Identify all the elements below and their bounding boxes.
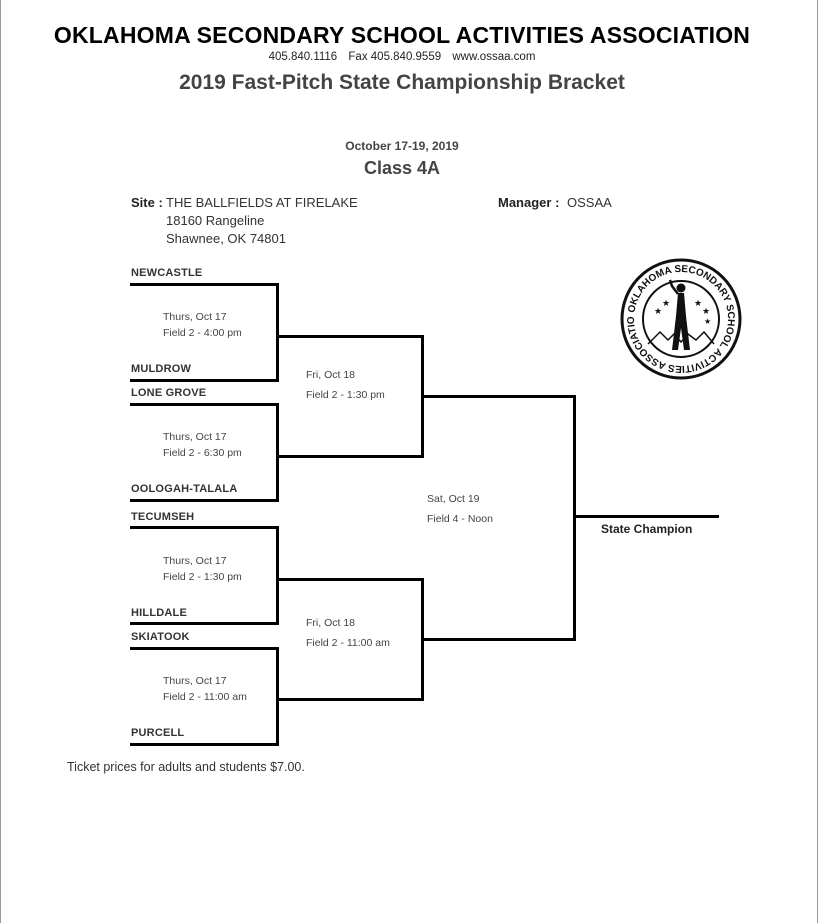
bracket-line [130, 622, 278, 625]
team-name: SKIATOOK [131, 631, 190, 643]
game-info: Fri, Oct 18 Field 2 - 11:00 am [306, 613, 390, 653]
game-info: Fri, Oct 18 Field 2 - 1:30 pm [306, 365, 385, 405]
page-title: 2019 Fast-Pitch State Championship Brack… [179, 71, 625, 94]
bracket-line [276, 455, 423, 458]
game-field-time: Field 2 - 4:00 pm [163, 327, 242, 339]
bracket-line [130, 283, 278, 286]
bracket-line [421, 395, 575, 398]
bracket-line [130, 379, 278, 382]
game-day: Thurs, Oct 17 [163, 311, 227, 323]
game-field-time: Field 2 - 1:30 pm [306, 389, 385, 401]
fax-number: Fax 405.840.9559 [348, 51, 442, 63]
site-label: Site : [131, 195, 163, 210]
game-day: Fri, Oct 18 [306, 369, 356, 381]
bracket-line [276, 578, 423, 581]
manager-label: Manager : [498, 195, 560, 210]
bracket-line [130, 403, 278, 406]
team-name: MULDROW [131, 363, 192, 375]
bracket-line [573, 515, 719, 518]
page-border [0, 0, 1, 923]
bracket-line [276, 647, 279, 746]
game-day: Fri, Oct 18 [306, 617, 356, 629]
game-field-time: Field 2 - 11:00 am [306, 637, 390, 649]
class-heading: Class 4A [363, 158, 441, 178]
bracket-line [130, 743, 278, 746]
game-day: Thurs, Oct 17 [163, 431, 227, 443]
page-border [817, 0, 818, 923]
team-name: TECUMSEH [131, 511, 195, 523]
game-info: Sat, Oct 19 Field 4 - Noon [427, 489, 493, 529]
bracket-line [276, 698, 423, 701]
team-name: PURCELL [131, 727, 185, 739]
game-info: Thurs, Oct 17 Field 2 - 1:30 pm [163, 553, 242, 585]
bracket-line [276, 403, 279, 502]
bracket-line [276, 526, 279, 625]
bracket-line [276, 335, 423, 338]
game-info: Thurs, Oct 17 Field 2 - 4:00 pm [163, 309, 242, 341]
game-info: Thurs, Oct 17 Field 2 - 6:30 pm [163, 429, 242, 461]
game-day: Sat, Oct 19 [427, 493, 480, 505]
bracket-line [573, 395, 576, 641]
bracket-line [421, 638, 575, 641]
game-field-time: Field 4 - Noon [427, 513, 493, 525]
site-address-line-2: Shawnee, OK 74801 [166, 231, 286, 246]
game-day: Thurs, Oct 17 [163, 555, 227, 567]
svg-text:★: ★ [654, 306, 662, 316]
game-field-time: Field 2 - 11:00 am [163, 691, 247, 703]
game-field-time: Field 2 - 6:30 pm [163, 447, 242, 459]
bracket-line [130, 526, 278, 529]
contact-line: 405.840.1116 Fax 405.840.9559 www.ossaa.… [0, 51, 804, 63]
organization-title: OKLAHOMA SECONDARY SCHOOL ACTIVITIES ASS… [53, 22, 751, 48]
team-name: LONE GROVE [131, 387, 207, 399]
bracket-line [130, 499, 278, 502]
site-address-line-1: 18160 Rangeline [166, 213, 265, 228]
site-name: THE BALLFIELDS AT FIRELAKE [166, 195, 358, 210]
team-name: HILLDALE [131, 607, 187, 619]
bracket-line [276, 283, 279, 382]
ticket-price-note: Ticket prices for adults and students $7… [67, 760, 305, 774]
team-name: OOLOGAH-TALALA [131, 483, 238, 495]
ossaa-seal-icon: OKLAHOMA SECONDARY SCHOOL ACTIVITIES ASS… [616, 250, 742, 380]
phone-number: 405.840.1116 [268, 51, 338, 63]
champion-label: State Champion [601, 522, 693, 536]
svg-text:★: ★ [694, 298, 702, 308]
svg-text:★: ★ [702, 306, 710, 316]
game-info: Thurs, Oct 17 Field 2 - 11:00 am [163, 673, 247, 705]
manager-name: OSSAA [567, 195, 612, 210]
game-day: Thurs, Oct 17 [163, 675, 227, 687]
svg-text:★: ★ [704, 317, 711, 326]
bracket-line [130, 647, 278, 650]
website-link[interactable]: www.ossaa.com [452, 51, 536, 63]
event-dates: October 17-19, 2019 [345, 139, 459, 153]
team-name: NEWCASTLE [131, 267, 203, 279]
svg-text:★: ★ [662, 298, 670, 308]
game-field-time: Field 2 - 1:30 pm [163, 571, 242, 583]
